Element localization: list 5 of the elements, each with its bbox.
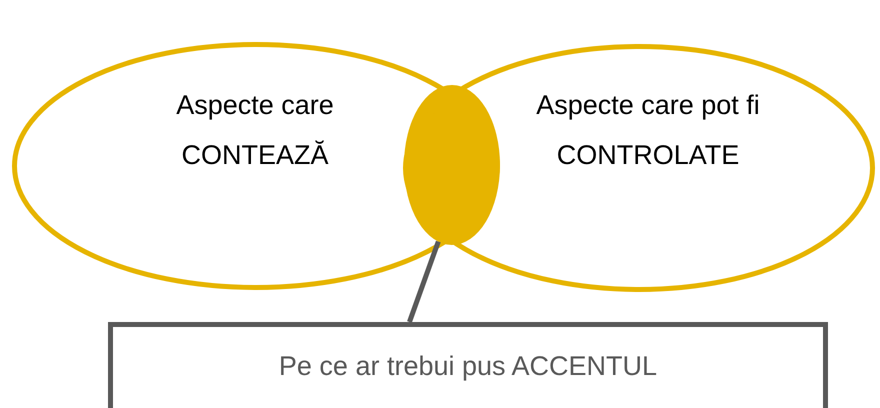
box-label: Pe ce ar trebui pus ACCENTUL	[278, 351, 658, 381]
leader-line	[407, 240, 441, 323]
text-box	[108, 322, 828, 408]
circle-label: Aspecte care pot fi CONTROLATE	[535, 89, 761, 172]
circle-label: Aspecte care CONTEAZĂ	[175, 89, 335, 172]
